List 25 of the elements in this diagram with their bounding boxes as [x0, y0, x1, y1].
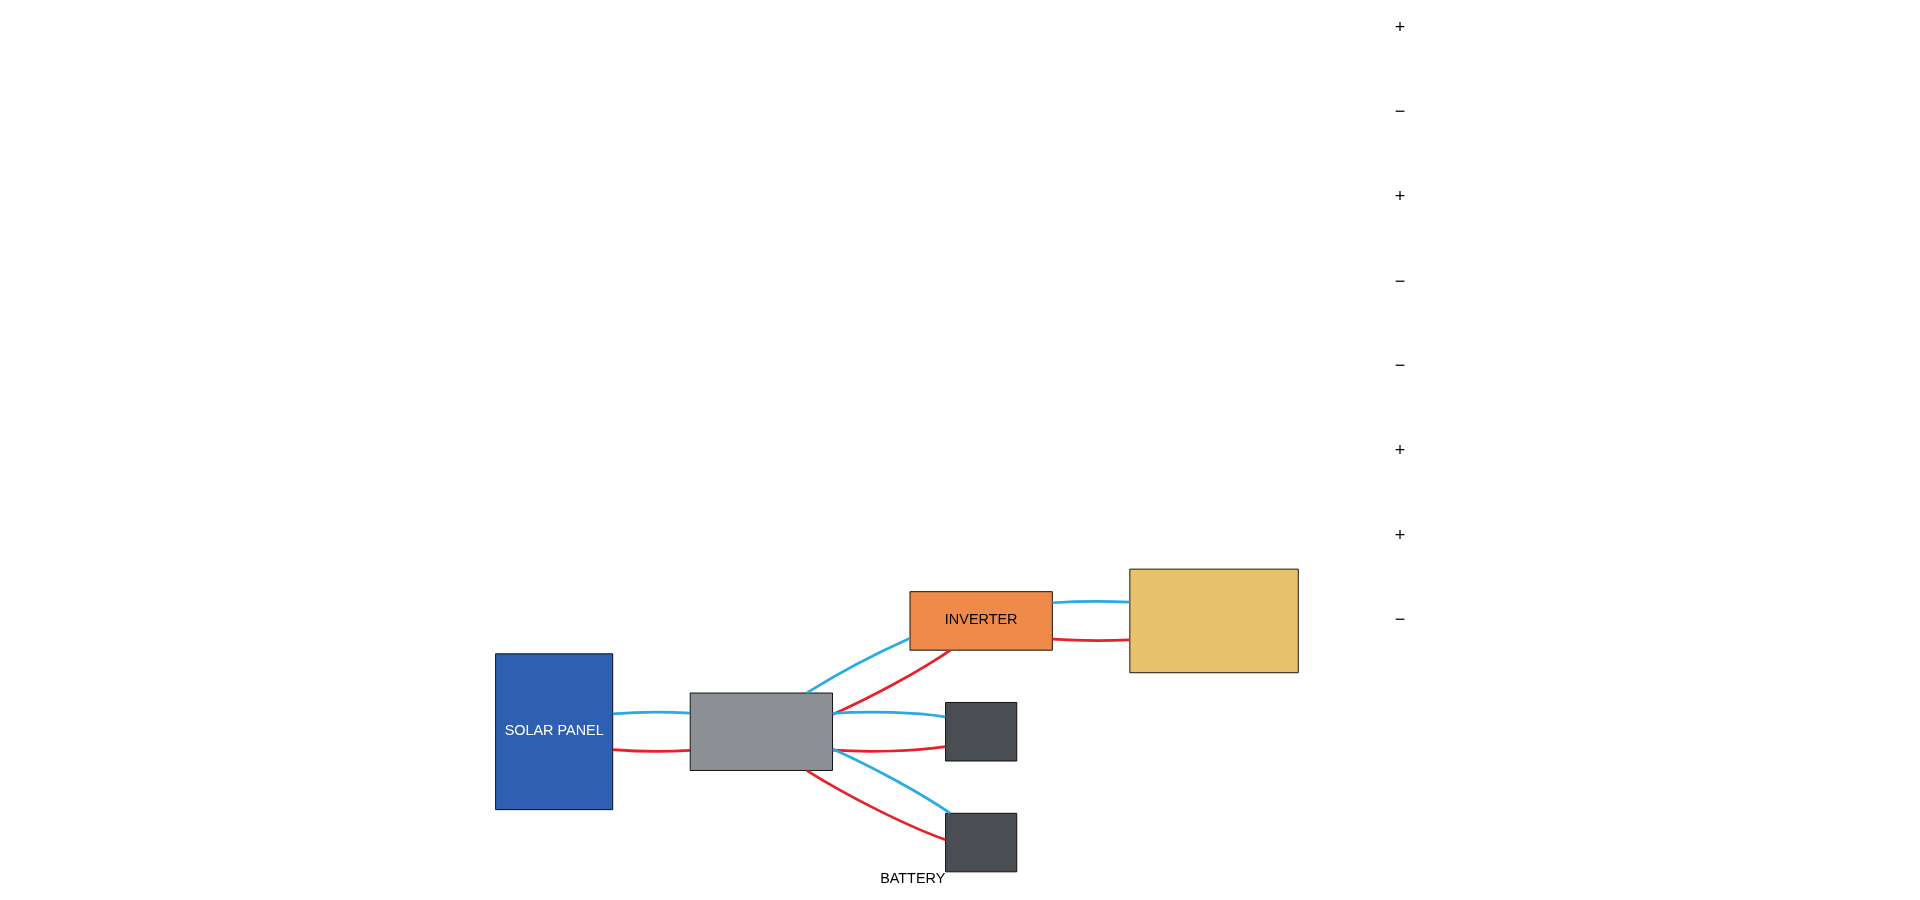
label: −: [1394, 609, 1406, 630]
node-box: [945, 812, 1018, 873]
label: −: [1394, 355, 1406, 376]
connector: [1052, 600, 1130, 605]
label: +: [1394, 440, 1406, 461]
label: −: [1394, 101, 1406, 122]
connector: [1052, 637, 1130, 642]
connector: [806, 769, 946, 841]
label: −: [1394, 270, 1406, 291]
node-label: BATTERY: [880, 870, 946, 887]
connector: [806, 637, 911, 695]
connector: [612, 748, 691, 753]
connector: [832, 745, 946, 753]
node-box: [689, 692, 833, 771]
node-box: SOLAR PANEL: [495, 653, 614, 811]
label: +: [1394, 186, 1406, 207]
connector: [832, 747, 951, 815]
connector: [612, 710, 691, 716]
node-box: [945, 702, 1018, 762]
label: +: [1394, 16, 1406, 37]
node-box: [1129, 568, 1299, 674]
node-box: INVERTER: [909, 591, 1053, 651]
label: +: [1394, 524, 1406, 545]
connector: [832, 710, 946, 719]
connector: [832, 649, 951, 716]
